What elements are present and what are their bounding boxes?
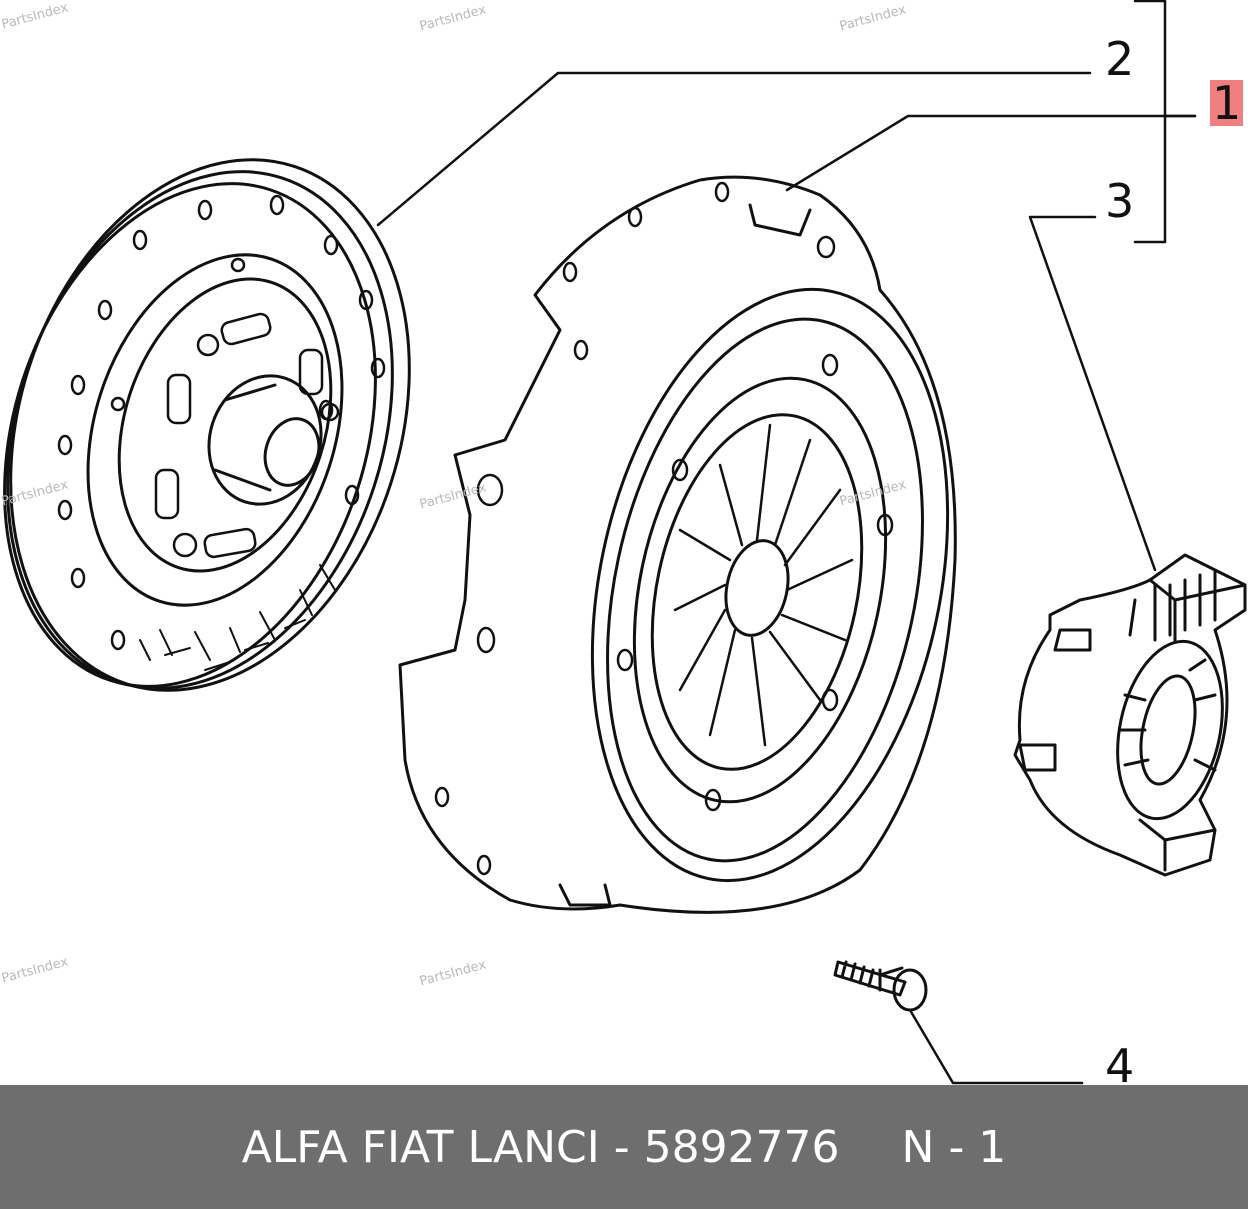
- callout-3: 3: [1105, 174, 1135, 228]
- callout-1-highlighted[interactable]: 1: [1210, 76, 1244, 130]
- exploded-clutch-diagram: [3, 0, 1247, 1085]
- clutch-disc: [3, 158, 411, 692]
- part-info-footer: ALFA FIAT LANCI - 5892776 N - 1: [0, 1085, 1248, 1209]
- release-bearing: [1013, 553, 1247, 877]
- callout-2: 2: [1105, 32, 1135, 86]
- brand-part-number: ALFA FIAT LANCI - 5892776: [241, 1121, 840, 1173]
- pressure-plate: [398, 175, 957, 914]
- bolt: [833, 960, 928, 1012]
- diagram-position: N - 1: [901, 1121, 1007, 1173]
- leader-lines: [376, 0, 1197, 1085]
- callout-4: 4: [1105, 1039, 1135, 1093]
